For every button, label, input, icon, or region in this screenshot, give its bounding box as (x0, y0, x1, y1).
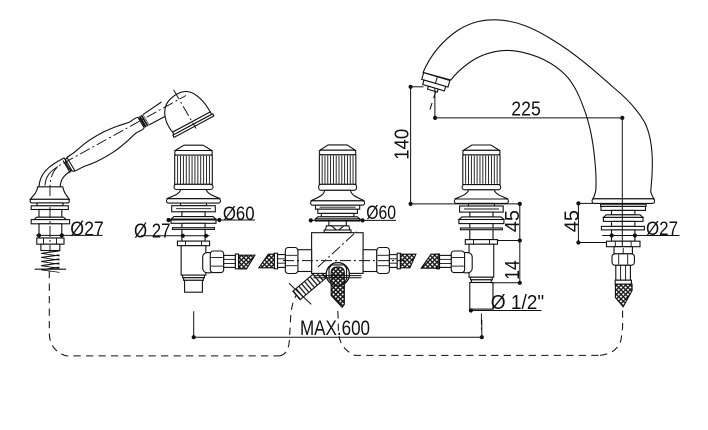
svg-text:Ø27: Ø27 (646, 218, 678, 240)
svg-text:45: 45 (561, 210, 583, 232)
svg-text:45: 45 (502, 210, 524, 232)
svg-text:Ø 27: Ø 27 (134, 220, 171, 242)
svg-text:14: 14 (502, 260, 524, 280)
svg-text:225: 225 (511, 99, 541, 121)
svg-text:MAX.600: MAX.600 (300, 317, 370, 340)
svg-text:Ø60: Ø60 (366, 203, 396, 224)
svg-text:140: 140 (392, 129, 414, 160)
svg-text:Ø27: Ø27 (70, 218, 104, 240)
svg-text:Ø 1/2": Ø 1/2" (491, 292, 545, 314)
svg-text:Ø60: Ø60 (223, 204, 255, 225)
